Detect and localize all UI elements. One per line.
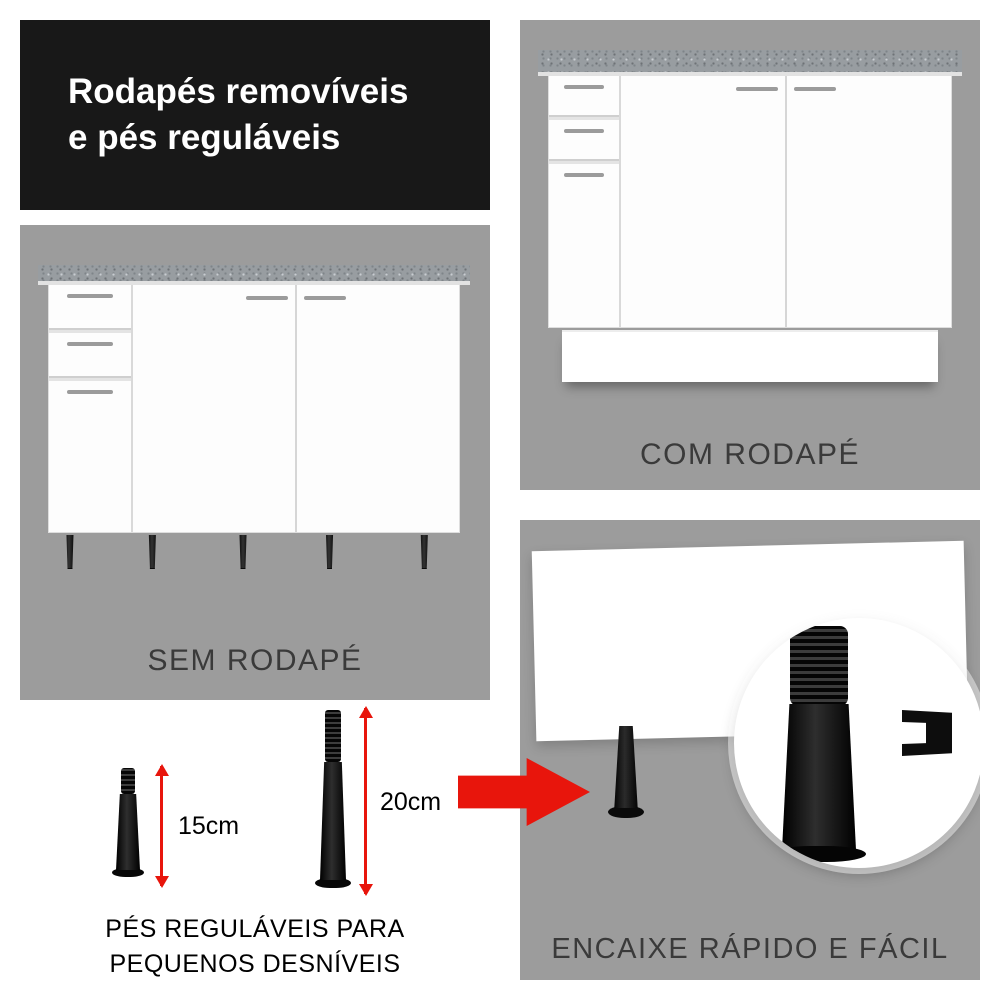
cabinet-without-baseboard-image: [38, 265, 470, 577]
drawer-handle: [564, 129, 604, 133]
foot-body: [320, 762, 346, 880]
door-unit: [621, 76, 951, 327]
banner-title-line1: Rodapés removíveis: [68, 71, 409, 111]
feet-caption-line2: PEQUENOS DESNÍVEIS: [109, 950, 401, 978]
com-rodape-label: COM RODAPÉ: [639, 438, 861, 471]
door-unit: [133, 285, 459, 532]
adjustable-feet-section: 15cm 20cm PÉS REGULÁVEIS PARA PEQUENOS D…: [20, 700, 490, 990]
door-handle: [246, 296, 288, 300]
countertop: [538, 50, 962, 76]
cabinet-body: [48, 285, 460, 533]
cabinet-leg: [148, 535, 156, 569]
drawer: [49, 381, 131, 532]
drawer-handle: [67, 294, 113, 298]
panel-sem-rodape: SEM RODAPÉ: [20, 225, 490, 700]
cabinet-leg: [239, 535, 247, 569]
panel-encaixe: ENCAIXE RÁPIDO E FÁCIL: [520, 520, 980, 980]
countertop: [38, 265, 470, 285]
magnifier-circle: [734, 618, 980, 868]
drawer: [49, 333, 131, 381]
cabinet-body: [548, 76, 952, 328]
foot-body-closeup: [782, 704, 856, 850]
cabinet-legs: [48, 533, 460, 577]
encaixe-label: ENCAIXE RÁPIDO E FÁCIL: [551, 933, 949, 965]
baseboard: [562, 330, 938, 382]
adjustable-foot-20cm: [315, 710, 351, 888]
drawer: [49, 285, 131, 333]
cabinet-foot: [608, 726, 644, 818]
drawer: [549, 164, 619, 327]
drawer-handle: [564, 85, 604, 89]
height-label-15cm: 15cm: [178, 812, 240, 840]
cabinet-leg: [420, 535, 428, 569]
foot-thread-closeup: [790, 626, 848, 706]
cabinet-with-baseboard-image: [538, 50, 962, 382]
door-gap: [295, 285, 297, 532]
drawer-handle: [564, 173, 604, 177]
sem-rodape-label: SEM RODAPÉ: [147, 644, 363, 677]
drawer-handle: [67, 390, 113, 394]
foot-base: [608, 806, 644, 818]
drawer: [549, 76, 619, 120]
door-handle: [304, 296, 346, 300]
door-handle: [736, 87, 778, 91]
banner-title: Rodapés removíveis e pés reguláveis: [20, 69, 408, 161]
title-banner: Rodapés removíveis e pés reguláveis: [20, 20, 490, 210]
door-gap: [785, 76, 787, 327]
panel-com-rodape: COM RODAPÉ: [520, 20, 980, 490]
mounting-clip: [902, 710, 952, 756]
foot-base: [112, 868, 144, 877]
foot-base: [315, 878, 351, 888]
feet-caption: PÉS REGULÁVEIS PARA PEQUENOS DESNÍVEIS: [20, 912, 490, 982]
cabinet-leg: [66, 535, 74, 569]
foot-base-closeup: [772, 846, 866, 862]
foot-thread: [325, 710, 341, 762]
dimension-arrow-20cm-icon: [364, 708, 367, 894]
drawer-handle: [67, 342, 113, 346]
cabinet-leg: [326, 535, 334, 569]
feet-caption-line1: PÉS REGULÁVEIS PARA: [105, 915, 405, 943]
drawer-unit: [49, 285, 133, 532]
banner-title-line2: e pés reguláveis: [68, 118, 341, 157]
foot-thread: [121, 768, 135, 794]
dimension-arrow-15cm-icon: [160, 766, 163, 886]
drawer-unit: [549, 76, 621, 327]
height-label-20cm: 20cm: [380, 788, 442, 816]
foot-body: [614, 726, 638, 808]
drawer: [549, 120, 619, 164]
foot-body: [116, 794, 140, 870]
door-handle: [794, 87, 836, 91]
adjustable-foot-15cm: [112, 768, 144, 877]
